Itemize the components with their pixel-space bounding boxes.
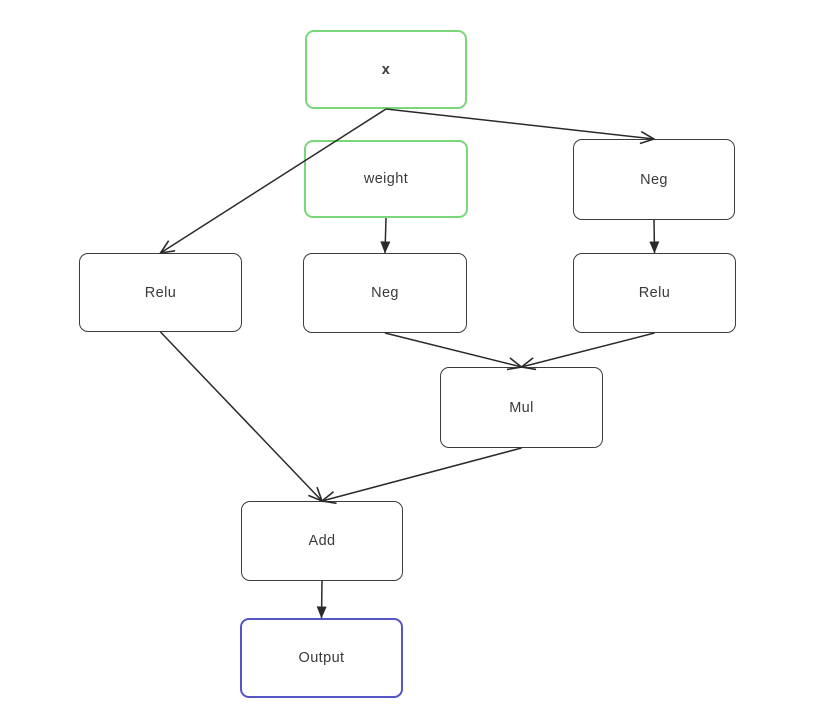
node-neg-mid[interactable]: Neg — [303, 253, 467, 333]
node-add[interactable]: Add — [241, 501, 403, 581]
node-neg-mid-label: Neg — [371, 285, 399, 301]
edge-mul-to-add — [320, 447, 522, 505]
edge-relu_right-to-mul — [519, 332, 655, 371]
edge-relu_left-to-add — [159, 331, 324, 503]
node-mul[interactable]: Mul — [440, 367, 603, 448]
node-relu-left-label: Relu — [144, 284, 177, 301]
node-relu-left[interactable]: Relu — [79, 253, 242, 332]
node-weight[interactable]: weight — [304, 140, 468, 218]
node-add-label: Add — [308, 533, 336, 549]
node-weight-label: weight — [363, 171, 409, 187]
node-neg-right[interactable]: Neg — [573, 139, 735, 220]
edge-weight-to-neg_mid — [380, 217, 391, 254]
edge-neg_right-to-relu_right — [649, 219, 660, 254]
node-x[interactable]: x — [305, 30, 467, 109]
node-x-label: x — [381, 61, 391, 78]
edge-x-to-neg_right — [385, 108, 656, 145]
edge-add-to-output — [316, 580, 327, 619]
node-relu-right[interactable]: Relu — [573, 253, 736, 333]
node-output[interactable]: Output — [240, 618, 403, 698]
edge-neg_mid-to-mul — [384, 332, 524, 371]
node-neg-right-label: Neg — [640, 171, 668, 188]
node-relu-right-label: Relu — [638, 285, 671, 301]
node-mul-label: Mul — [509, 399, 534, 416]
node-output-label: Output — [298, 650, 345, 666]
